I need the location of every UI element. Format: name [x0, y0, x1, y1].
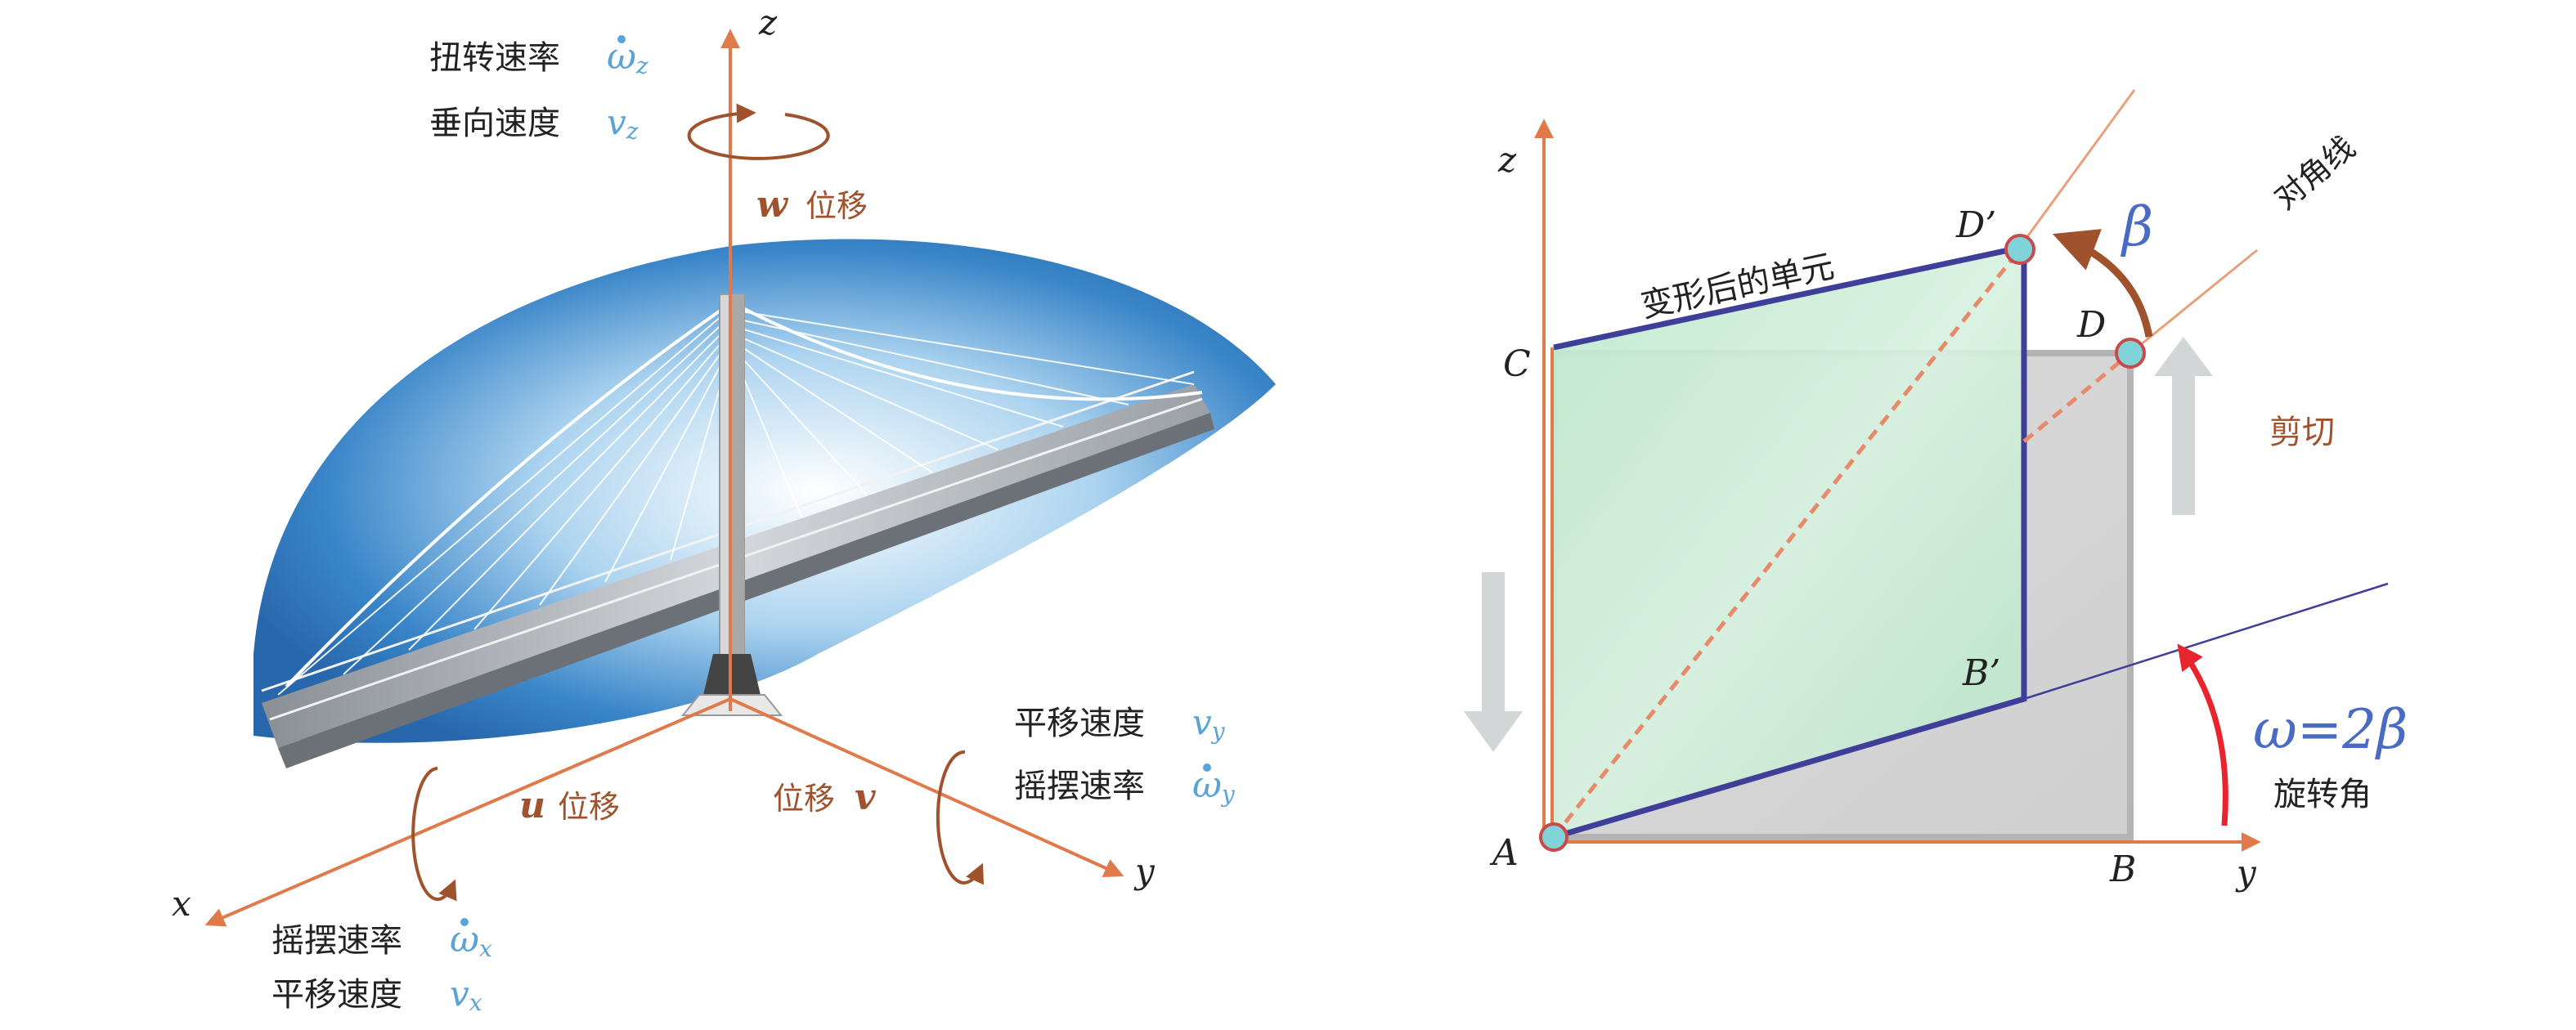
point-a — [1539, 822, 1568, 852]
rotation-reference-line — [2023, 582, 2389, 701]
rotation-formula: ω=2β — [2253, 698, 2408, 761]
point-a-label: A — [1489, 832, 1519, 874]
w-displacement-symbol: w — [756, 184, 789, 226]
sky-backdrop — [254, 239, 1276, 743]
vertical-velocity-label: 垂向速度 — [429, 105, 560, 142]
x-sway-rate-label: 摇摆速率 — [272, 922, 402, 960]
u-displacement-symbol: u — [519, 785, 545, 826]
beta-arrow — [2052, 229, 2153, 338]
stay-cables — [277, 310, 1195, 696]
point-b-label: B — [2109, 849, 2136, 890]
y-translation-velocity-symbol: vy — [1192, 702, 1226, 745]
twist-rate-dot — [617, 35, 626, 43]
tower-shadow — [732, 294, 744, 670]
twist-rate-symbol: ωz — [607, 36, 648, 79]
bridge-deck-lower — [278, 413, 1214, 768]
y-translation-velocity-label: 平移速度 — [1014, 705, 1145, 742]
beta-label: β — [2120, 195, 2153, 258]
diagonal-deformed — [1552, 248, 2022, 839]
left-axes — [204, 29, 1124, 927]
point-b-prime-label: B’ — [1962, 652, 2000, 694]
extension-line-dprime — [2018, 89, 2136, 248]
y-sway-rate-symbol: ωy — [1192, 764, 1236, 808]
deformed-element-outline — [1553, 243, 2027, 840]
x-translation-velocity-label: 平移速度 — [272, 976, 402, 1014]
y-axis-label: y — [1133, 851, 1156, 891]
shear-label: 剪切 — [2269, 414, 2335, 451]
y-sway-rate-dot — [1203, 764, 1211, 772]
shear-arrow-down — [1464, 572, 1523, 752]
x-axis — [204, 697, 731, 927]
y-axis — [729, 697, 1124, 878]
right-z-axis-label: z — [1497, 140, 1517, 180]
rotation-label: 旋转角 — [2273, 776, 2372, 813]
y-sway-rate-label: 摇摆速率 — [1014, 768, 1145, 805]
v-displacement-label: 位移 — [773, 781, 835, 817]
shear-diagram — [1464, 89, 2389, 852]
point-d-label: D — [2076, 304, 2106, 346]
x-axis-label: x — [172, 884, 191, 924]
x-sway-rate-symbol: ωx — [450, 919, 492, 962]
vertical-velocity-symbol: vz — [607, 102, 639, 145]
w-displacement-label: 位移 — [806, 188, 868, 224]
rotation-angle-arrow — [2177, 643, 2228, 826]
shear-arrow-up — [2154, 337, 2213, 515]
y-rotation-arrow — [936, 750, 984, 885]
v-displacement-symbol: v — [855, 777, 876, 818]
x-translation-velocity-symbol: vx — [450, 974, 482, 1016]
point-d — [2115, 338, 2146, 369]
point-d-prime-label: D’ — [1955, 204, 1996, 246]
twist-rate-label: 扭转速率 — [429, 39, 560, 77]
extension-line-d — [2129, 249, 2258, 355]
x-rotation-arrow — [411, 767, 457, 902]
z-rotation-arrow — [687, 103, 830, 160]
diagonal-original — [2022, 352, 2132, 443]
z-axis-label: z — [758, 2, 778, 43]
diagonal-label: 对角线 — [2268, 129, 2363, 217]
x-sway-rate-dot — [460, 918, 469, 926]
bridge-illustration — [254, 239, 1276, 768]
point-c-label: C — [1503, 343, 1531, 385]
point-d-prime — [2004, 234, 2035, 265]
right-y-axis-label: y — [2235, 853, 2257, 893]
u-displacement-label: 位移 — [558, 789, 620, 825]
